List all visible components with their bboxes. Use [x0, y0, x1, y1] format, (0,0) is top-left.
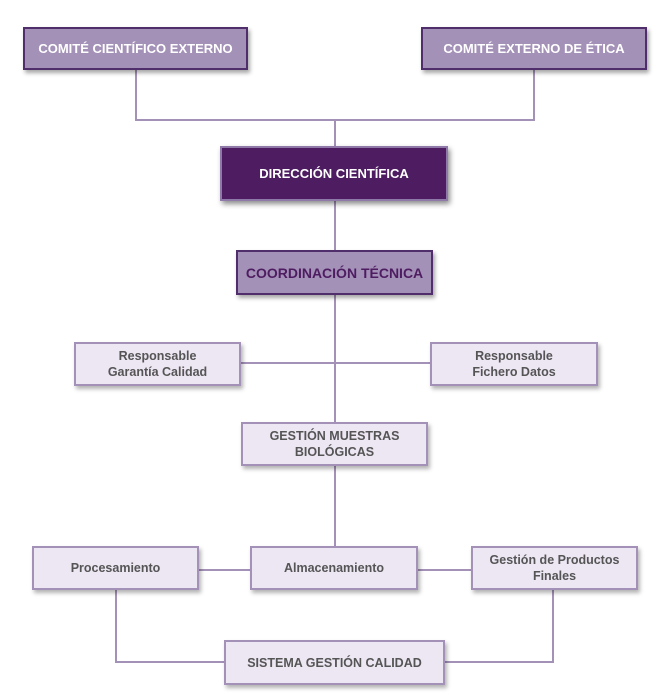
coordinacion-tecnica-box: COORDINACIÓN TÉCNICA — [236, 250, 433, 295]
procesamiento-box: Procesamiento — [32, 546, 199, 590]
responsable-garantia-calidad-box: Responsable Garantía Calidad — [74, 342, 241, 386]
sistema-gestion-calidad-box: SISTEMA GESTIÓN CALIDAD — [224, 640, 445, 685]
gestion-productos-finales-box: Gestión de Productos Finales — [471, 546, 638, 590]
comite-cientifico-externo-box: COMITÉ CIENTÍFICO EXTERNO — [23, 27, 248, 70]
connector-productos-calidad — [445, 590, 554, 663]
connector-comite-cientifico — [135, 69, 335, 121]
comite-externo-etica-box: COMITÉ EXTERNO DE ÉTICA — [421, 27, 647, 70]
almacenamiento-box: Almacenamiento — [250, 546, 418, 590]
responsable-fichero-datos-box: Responsable Fichero Datos — [430, 342, 598, 386]
connector-comite-etica — [335, 69, 535, 121]
gestion-muestras-biologicas-box: GESTIÓN MUESTRAS BIOLÓGICAS — [241, 422, 428, 466]
connector-procesamiento-calidad — [115, 590, 224, 663]
direccion-cientifica-box: DIRECCIÓN CIENTÍFICA — [220, 146, 448, 201]
